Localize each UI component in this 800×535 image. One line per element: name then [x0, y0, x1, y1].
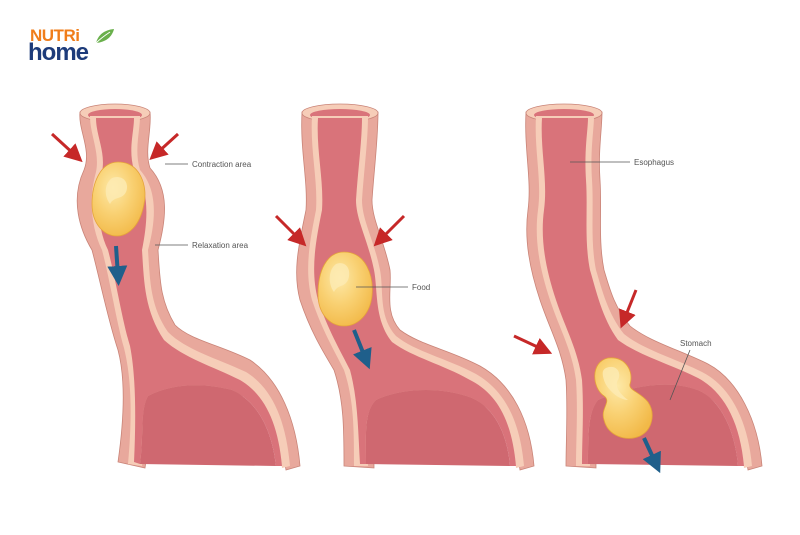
panel-3-esophagus: Esophagus Stomach	[513, 103, 763, 474]
movement-arrow	[642, 437, 661, 474]
movement-arrow	[107, 245, 128, 286]
label-food: Food	[412, 283, 430, 292]
panel-1-esophagus: Contraction area Relaxation area	[50, 103, 301, 471]
contraction-arrow-right	[373, 214, 406, 247]
label-contraction-area: Contraction area	[192, 160, 252, 169]
leaf-icon	[95, 29, 114, 44]
nutrihome-logo: NUTRi home	[28, 26, 118, 70]
contraction-arrow-right	[149, 132, 180, 161]
contraction-arrow-left	[50, 132, 83, 163]
contraction-arrow-left	[513, 334, 553, 355]
logo-text-home: home	[28, 39, 89, 66]
logo-text-nutri: NUTRi	[30, 26, 80, 45]
contraction-arrow-right	[618, 289, 638, 329]
label-esophagus: Esophagus	[634, 158, 674, 167]
contraction-arrow-left	[274, 214, 307, 247]
label-relaxation-area: Relaxation area	[192, 241, 249, 250]
movement-arrow	[352, 329, 372, 370]
label-stomach: Stomach	[680, 339, 712, 348]
panel-2-esophagus: Food	[274, 103, 535, 471]
